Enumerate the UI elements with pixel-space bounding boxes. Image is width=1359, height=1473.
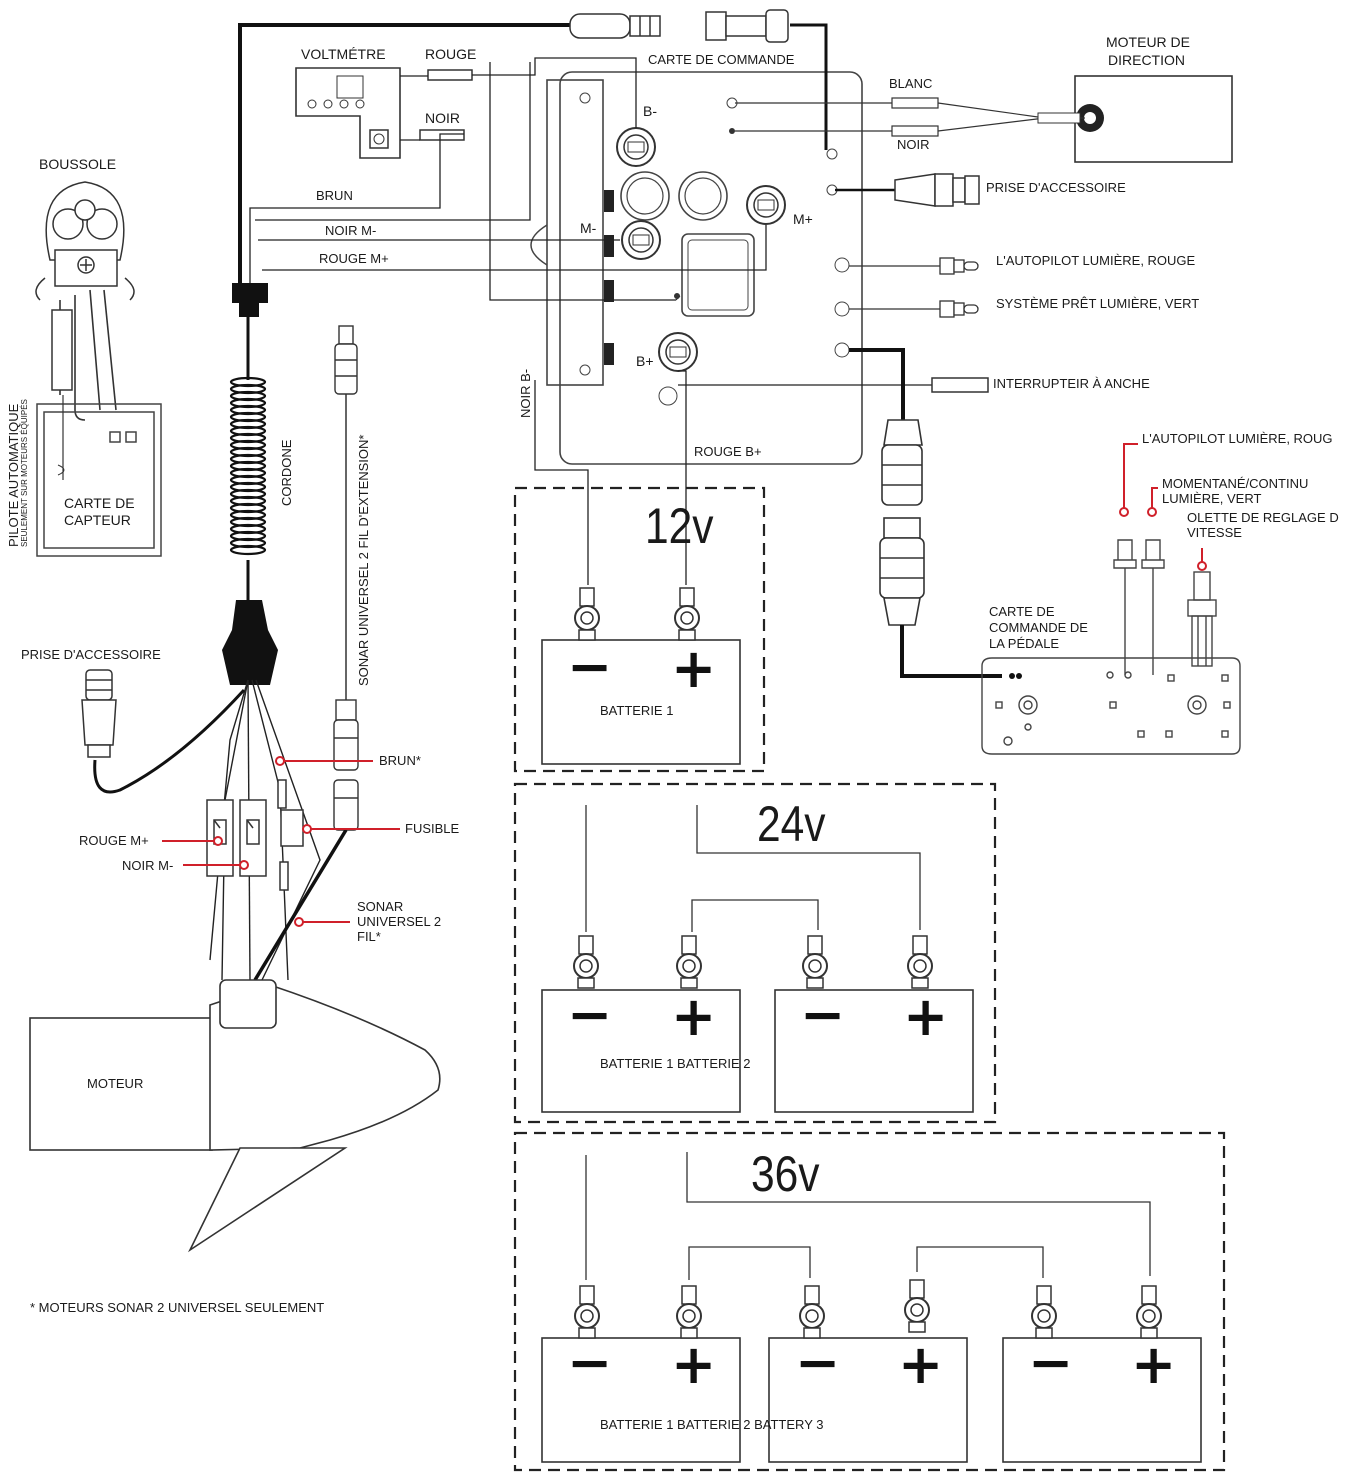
control-board-label: CARTE DE COMMANDE (648, 52, 795, 67)
sonar-wire-left (253, 829, 348, 981)
accessory-cable-left (93, 688, 246, 794)
footnote: * MOTEURS SONAR 2 UNIVERSEL SEULEMENT (30, 1300, 325, 1315)
speed-knob-label-2: VITESSE (1187, 525, 1242, 540)
compass (35, 181, 135, 301)
noir-m-label: NOIR M- (325, 223, 377, 238)
sensor-board-label-2: CAPTEUR (64, 512, 131, 528)
sensor-board-label-1: CARTE DE (64, 495, 135, 511)
autopilot-light-roug-label: L'AUTOPILOT LUMIÈRE, ROUG (1142, 431, 1333, 446)
minus-sign: − (567, 635, 613, 698)
pedal-board-label-1: CARTE DE (989, 604, 1055, 619)
wire-connectors (206, 779, 304, 891)
noir-m-left-label: NOIR M- (122, 858, 174, 873)
momentary-label-2: LUMIÈRE, VERT (1162, 491, 1262, 506)
light-autopilot-red (849, 257, 979, 275)
control-board (530, 71, 863, 465)
terminal-b-plus (658, 332, 698, 372)
accessory-plug-left (81, 669, 117, 758)
terminal-m-minus (621, 220, 661, 260)
brun-label: BRUN (316, 188, 353, 203)
fuse-rouge (427, 69, 473, 81)
trolling-motor (29, 979, 441, 1253)
plus-sign: + (671, 985, 717, 1048)
fuse-label: FUSIBLE (405, 821, 460, 836)
voltage-36v: 36v (751, 1146, 820, 1202)
rouge-b-label: ROUGE B+ (694, 444, 762, 459)
m-minus-label: M- (580, 220, 597, 236)
sensor-board (36, 403, 162, 557)
plus-sign: + (903, 985, 949, 1048)
rouge-label: ROUGE (425, 46, 477, 62)
rouge-m-left-label: ROUGE M+ (79, 833, 149, 848)
momentary-label-1: MOMENTANÉ/CONTINU (1162, 476, 1309, 491)
pedal-board-label-3: LA PÉDALE (989, 636, 1060, 651)
battery-section-24v (513, 782, 997, 1124)
fuse-noir (419, 129, 465, 141)
wires (249, 57, 935, 585)
minus-sign: − (795, 1331, 841, 1394)
light-system-ready (849, 300, 979, 318)
minus-sign: − (567, 983, 613, 1046)
plus-sign: + (1131, 1333, 1177, 1396)
pedal-board-label-2: COMMANDE DE (989, 620, 1088, 635)
coil-loop (229, 544, 267, 556)
minus-sign: − (1028, 1331, 1074, 1394)
sonar-wire-label-3: FIL* (357, 929, 381, 944)
steering-motor-label-2: DIRECTION (1108, 52, 1185, 68)
battery-24v-label: BATTERIE 1 BATTERIE 2 (600, 1056, 751, 1071)
sonar-extension-label: SONAR UNIVERSEL 2 FIL D'EXTENSION* (356, 434, 371, 686)
pedal-connector (879, 419, 925, 626)
speed-knob-label-1: OLETTE DE REGLAGE D (1187, 510, 1339, 525)
pedal-switches (1113, 539, 1217, 675)
blanc-label: BLANC (889, 76, 933, 91)
accessory-plug-label: PRISE D'ACCESSOIRE (986, 180, 1126, 195)
plus-sign: + (671, 637, 717, 700)
voltage-24v: 24v (757, 796, 826, 852)
m-plus-label: M+ (793, 211, 813, 227)
accessory-plug-left-label: PRISE D'ACCESSOIRE (21, 647, 161, 662)
coil-cord (222, 283, 278, 685)
brun-star-label: BRUN* (379, 753, 421, 768)
system-ready-light-label: SYSTÈME PRÊT LUMIÈRE, VERT (996, 296, 1200, 311)
sonar-wire-label-2: UNIVERSEL 2 (357, 914, 442, 929)
steering-motor-label-1: MOTEUR DE (1106, 34, 1190, 50)
accessory-plug-right (835, 173, 980, 207)
sonar-extension (333, 325, 359, 831)
plus-sign: + (671, 1333, 717, 1396)
battery-36v-label: BATTERIE 1 BATTERIE 2 BATTERY 3 (600, 1417, 824, 1432)
terminal-b-minus (616, 127, 656, 167)
motor-label: MOTEUR (87, 1076, 144, 1091)
coil-cord-label: CORDONE (279, 439, 294, 506)
connector-cable-top (569, 9, 789, 43)
voltage-12v: 12v (645, 498, 714, 554)
compass-label: BOUSSOLE (39, 156, 117, 172)
b-minus-label: B- (643, 103, 657, 119)
battery-12v-label: BATTERIE 1 (600, 703, 674, 718)
reed-switch-label: INTERRUPTEIR À ANCHE (993, 376, 1150, 391)
rouge-m-label: ROUGE M+ (319, 251, 389, 266)
callouts (162, 443, 1207, 927)
noir-label: NOIR (425, 110, 460, 126)
sonar-cable-top (790, 23, 828, 150)
minus-sign: − (800, 983, 846, 1046)
pedal-control-board (981, 657, 1241, 755)
noir-steer-label: NOIR (897, 137, 930, 152)
autopilot-vertical-sublabel: SEULEMENT SUR MOTEURS ÉQUIPÉS (20, 399, 29, 547)
battery-section-36v (513, 1131, 1226, 1472)
main-cable (238, 23, 640, 290)
battery-section-12v (513, 486, 766, 773)
reed-switch (931, 377, 989, 393)
sonar-wire-label-1: SONAR (357, 899, 404, 914)
noir-b-label: NOIR B- (518, 368, 533, 418)
b-plus-label: B+ (636, 353, 654, 369)
plus-sign: + (898, 1333, 944, 1396)
voltmeter-label: VOLTMÉTRE (301, 46, 386, 62)
minus-sign: − (567, 1331, 613, 1394)
voltmeter (295, 67, 401, 159)
terminal-m-plus (746, 185, 786, 225)
autopilot-light-label: L'AUTOPILOT LUMIÈRE, ROUGE (996, 253, 1196, 268)
